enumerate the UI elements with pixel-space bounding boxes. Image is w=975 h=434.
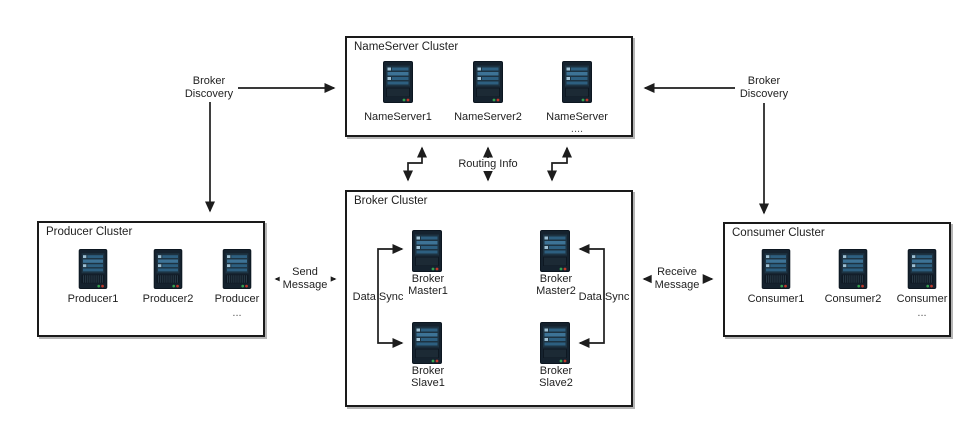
- edge-label-broker-discovery-left: Broker Discovery: [185, 75, 233, 100]
- node-label-nameserver2: NameServer2: [454, 111, 522, 123]
- node-label-line: Broker: [539, 273, 573, 285]
- node-label-line: Master2: [536, 285, 576, 297]
- edge-label-line: Discovery: [739, 87, 789, 100]
- server-icon: [761, 249, 791, 289]
- server-icon: [540, 230, 570, 272]
- broker-cluster-box: Broker Cluster: [345, 190, 633, 407]
- producer-cluster-title: Producer Cluster: [46, 226, 133, 238]
- server-icon: [222, 249, 252, 289]
- node-label-nameserver-n: NameServer: [546, 111, 608, 123]
- edge-label-line: Message: [282, 278, 328, 291]
- node-label-line: Slave1: [411, 377, 445, 389]
- node-label-line: Slave2: [539, 377, 573, 389]
- node-label-producer2: Producer2: [142, 293, 194, 305]
- node-label-broker-slave2: Broker Slave2: [539, 365, 573, 389]
- edge-label-line: Receive: [657, 266, 697, 278]
- broker-cluster-title: Broker Cluster: [354, 195, 428, 207]
- server-icon: [473, 61, 503, 103]
- node-label-broker-slave1: Broker Slave1: [411, 365, 445, 389]
- consumer-cluster-title: Consumer Cluster: [732, 227, 825, 239]
- node-label-consumer2: Consumer2: [824, 293, 882, 305]
- node-ellipsis: ...: [917, 307, 927, 319]
- edge-label-routing-info: Routing Info: [455, 158, 521, 171]
- edge-label-data-sync-left: Data Sync: [352, 291, 404, 303]
- edge-label-receive-message: Receive Message: [651, 266, 703, 291]
- edge-label-data-sync-right: Data Sync: [578, 291, 630, 303]
- nameserver-cluster-title: NameServer Cluster: [354, 41, 459, 53]
- server-icon: [838, 249, 868, 289]
- server-icon: [383, 61, 413, 103]
- edge-label-send-message: Send Message: [279, 266, 331, 291]
- node-label-consumer1: Consumer1: [747, 293, 805, 305]
- node-label-broker-master1: Broker Master1: [408, 273, 448, 297]
- node-label-producer1: Producer1: [67, 293, 119, 305]
- node-ellipsis: ...: [232, 307, 242, 319]
- consumer-cluster-box: Consumer Cluster: [723, 222, 951, 337]
- producer-cluster-box: Producer Cluster: [37, 221, 265, 337]
- server-icon: [540, 322, 570, 364]
- server-icon: [412, 230, 442, 272]
- edge-label-line: Send: [292, 266, 318, 278]
- node-label-broker-master2: Broker Master2: [536, 273, 576, 297]
- node-label-producer-n: Producer: [214, 293, 260, 305]
- edge-label-line: Broker: [747, 75, 781, 87]
- edge-label-line: Broker: [192, 75, 226, 87]
- node-label-nameserver1: NameServer1: [364, 111, 432, 123]
- server-icon: [907, 249, 937, 289]
- edge-label-broker-discovery-right: Broker Discovery: [740, 75, 788, 100]
- node-label-consumer-n: Consumer: [896, 293, 948, 305]
- node-label-line: Broker: [411, 273, 445, 285]
- server-icon: [153, 249, 183, 289]
- nameserver-cluster-box: NameServer Cluster: [345, 36, 633, 137]
- node-ellipsis: ....: [570, 123, 584, 135]
- server-icon: [562, 61, 592, 103]
- node-label-line: Broker: [539, 365, 573, 377]
- server-icon: [78, 249, 108, 289]
- server-icon: [412, 322, 442, 364]
- edge-label-line: Discovery: [184, 87, 234, 100]
- edge-label-line: Message: [654, 278, 700, 291]
- node-label-line: Master1: [408, 285, 448, 297]
- node-label-line: Broker: [411, 365, 445, 377]
